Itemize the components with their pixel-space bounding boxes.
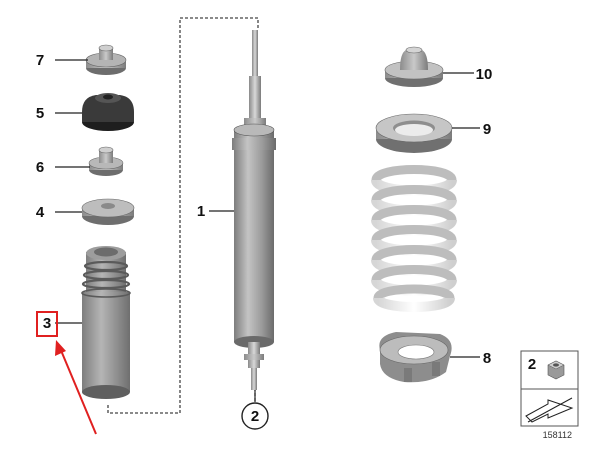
callout-10: 10 xyxy=(476,66,493,83)
callout-2: 2 xyxy=(251,408,259,425)
part-8-lower-spring-pad xyxy=(379,332,452,383)
part-4-support-disc xyxy=(81,198,135,225)
highlight-box xyxy=(36,311,58,337)
callout-1: 1 xyxy=(197,203,205,220)
legend-label-2: 2 xyxy=(528,356,536,373)
red-arrow-head xyxy=(55,340,66,356)
part-10-upper-spring-pad xyxy=(384,46,444,87)
coil-spring xyxy=(371,165,457,312)
callout-2-circle xyxy=(241,402,269,430)
callout-3: 3 xyxy=(43,315,51,332)
part-1-shock-absorber xyxy=(232,30,276,390)
part-6-stop-cap xyxy=(88,146,124,176)
arrow-symbol-icon xyxy=(525,397,574,423)
part-3-dust-boot xyxy=(81,246,131,399)
red-arrow-shaft xyxy=(59,347,97,435)
callout-7: 7 xyxy=(36,52,44,69)
hex-nut-icon xyxy=(547,360,565,380)
callout-4: 4 xyxy=(36,204,45,221)
callout-5: 5 xyxy=(36,105,44,122)
callout-9: 9 xyxy=(483,121,491,138)
callout-6: 6 xyxy=(36,159,44,176)
part-9-spring-seat xyxy=(375,113,453,153)
part-7-top-nut xyxy=(85,44,127,75)
dashed-assembly-line xyxy=(107,17,259,414)
leader-lines xyxy=(55,59,480,402)
part-5-rubber-mount xyxy=(82,93,134,131)
part-number: 158112 xyxy=(543,430,572,440)
callout-8: 8 xyxy=(483,350,491,367)
legend-box xyxy=(520,350,579,427)
